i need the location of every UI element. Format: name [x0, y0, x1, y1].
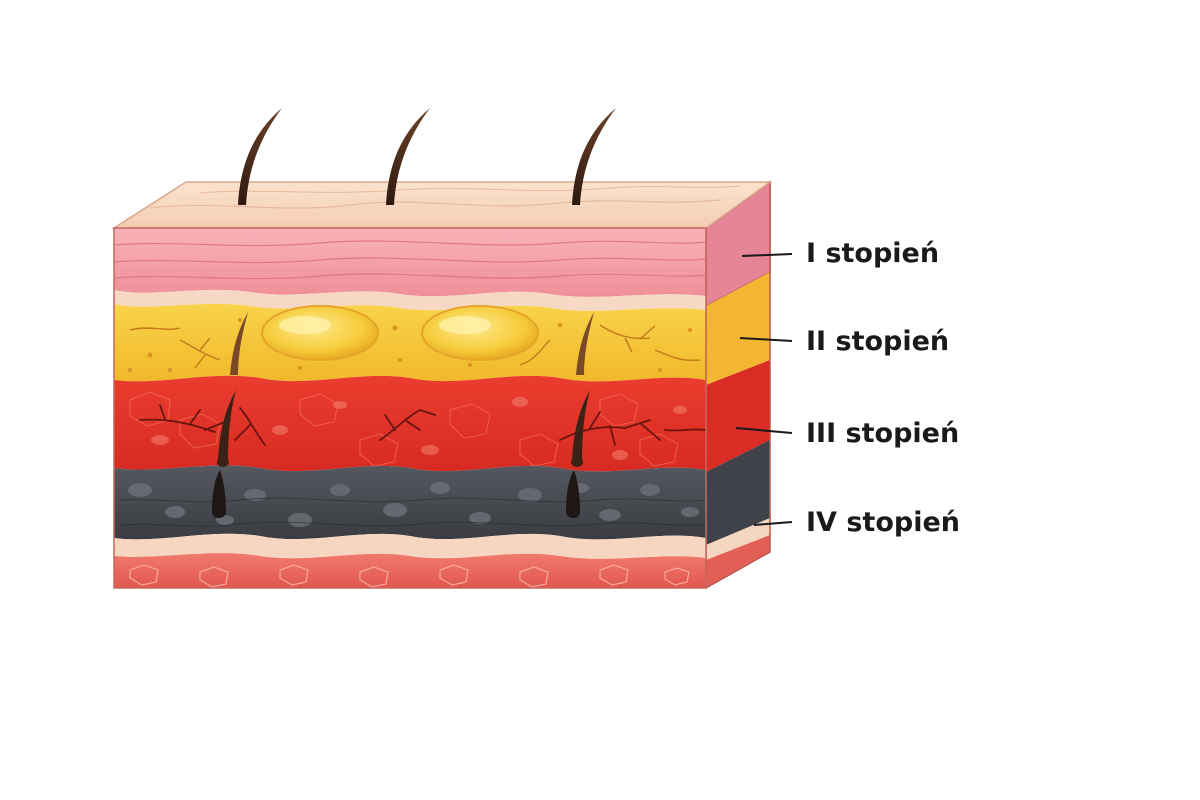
hair-icon — [212, 108, 616, 518]
side-face — [705, 180, 771, 590]
leader-line-degree-1 — [741, 253, 793, 257]
label-degree-4: IV stopień — [806, 507, 960, 538]
leader-line-degree-2 — [739, 337, 793, 342]
layer-separator-2 — [114, 533, 706, 559]
leader-lines — [735, 253, 793, 526]
blood-vessel-icon — [139, 404, 706, 446]
layer-red — [114, 375, 706, 472]
layer-separator-1 — [114, 289, 706, 311]
label-degree-1: I stopień — [806, 238, 939, 269]
label-degree-2: II stopień — [806, 326, 949, 357]
layer-subcutaneous — [114, 553, 706, 588]
layer-charred — [114, 465, 707, 540]
skin-surface — [111, 181, 773, 229]
blister-right — [421, 305, 539, 361]
blister-left — [261, 305, 379, 361]
leader-line-degree-4 — [753, 521, 793, 526]
label-degree-3: III stopień — [806, 418, 959, 449]
leader-line-degree-3 — [735, 427, 793, 434]
block-outline — [113, 227, 707, 589]
layer-epidermis — [113, 228, 707, 297]
layer-dermis-yellow — [114, 303, 706, 382]
